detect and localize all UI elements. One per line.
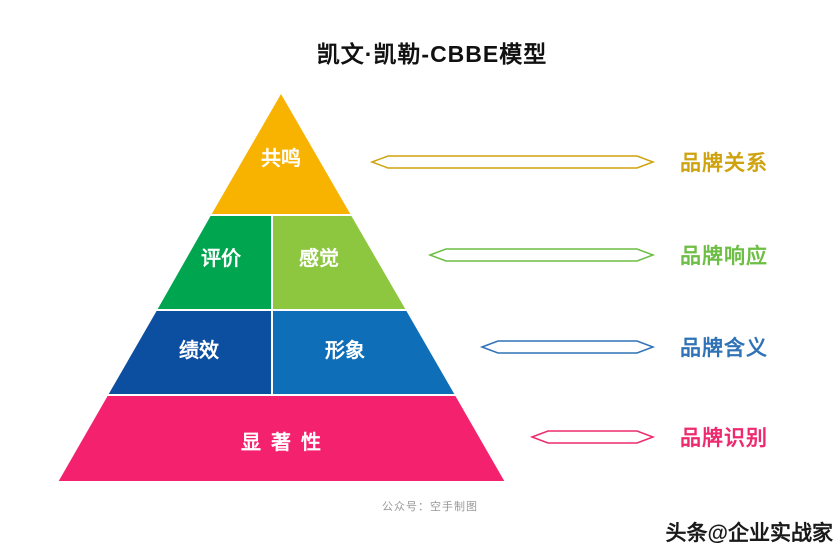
pointer-brand-identity: [529, 430, 656, 444]
label-feelings: 感觉: [299, 246, 339, 270]
annotations: 品牌关系 品牌响应 品牌含义 品牌识别: [369, 151, 768, 450]
page-title: 凯文·凯勒-CBBE模型: [317, 41, 548, 67]
pyramid-section-salience: [56, 394, 507, 483]
label-salience: 显著性: [241, 431, 331, 454]
pyramid-section-feelings: [271, 214, 408, 311]
pointer-brand-meaning: [479, 340, 656, 354]
label-performance: 绩效: [179, 338, 219, 362]
pointer-brand-relationship: [369, 155, 656, 169]
label-judgments: 评价: [201, 247, 242, 270]
footer-credit: 公众号：空手制图: [382, 499, 478, 513]
label-brand-response: 品牌响应: [680, 244, 768, 268]
label-brand-identity: 品牌识别: [680, 426, 768, 450]
label-brand-relationship: 品牌关系: [680, 151, 768, 175]
label-imagery: 形象: [325, 338, 365, 362]
label-resonance: 共鸣: [261, 146, 301, 170]
pointer-brand-response: [427, 248, 656, 262]
pyramid: 共鸣 评价 感觉 绩效 形象 显著性: [56, 91, 507, 483]
watermark: 头条@企业实战家: [666, 521, 834, 545]
label-brand-meaning: 品牌含义: [680, 336, 768, 360]
